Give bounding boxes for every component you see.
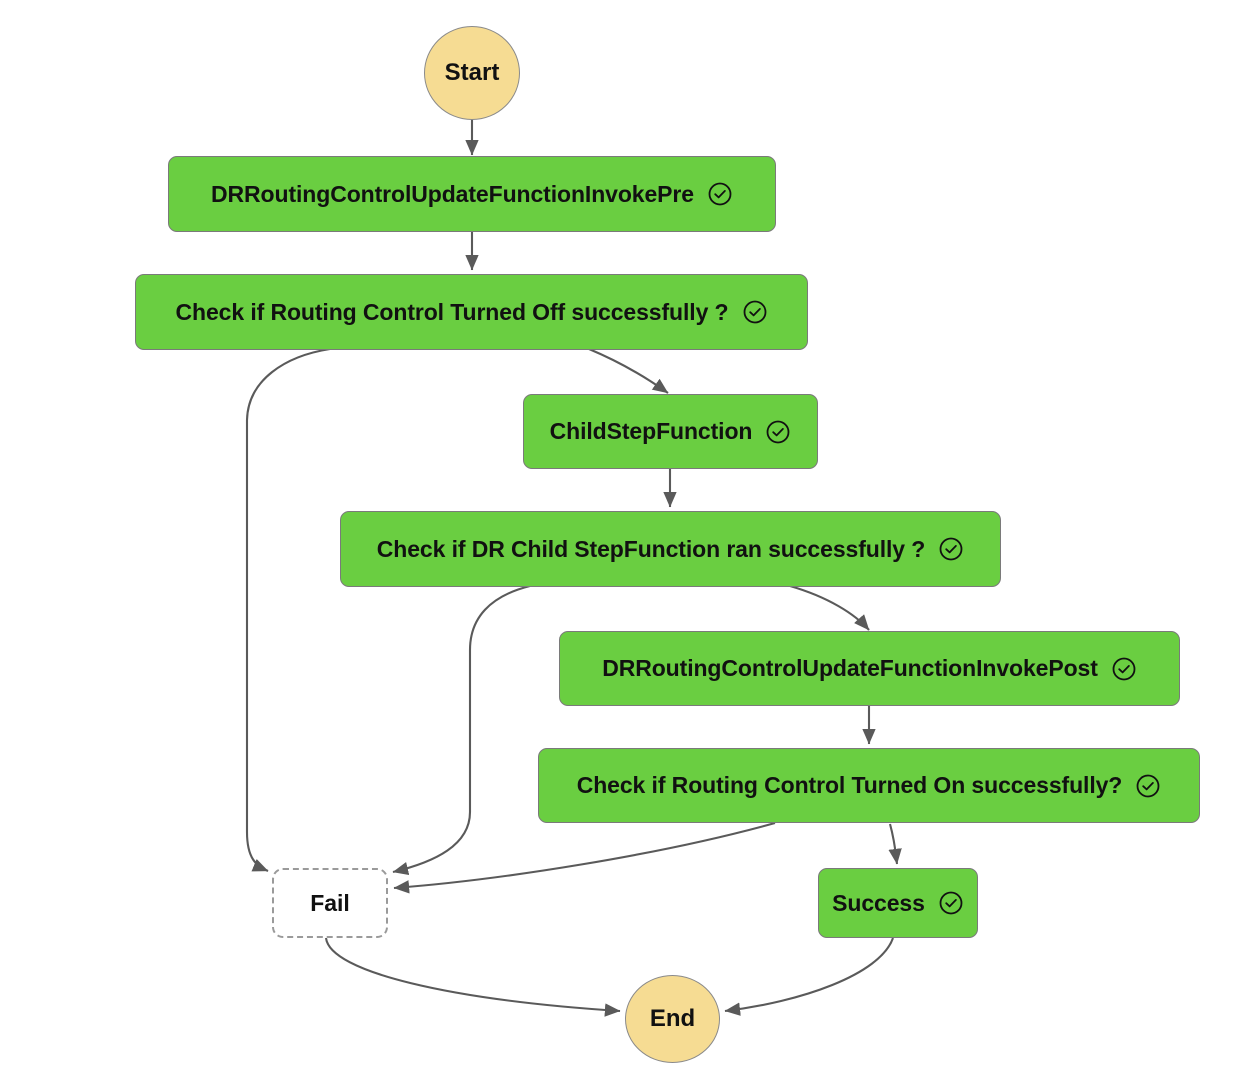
node-check-turned-off-label: Check if Routing Control Turned Off succ… <box>175 298 729 325</box>
node-start[interactable]: Start <box>424 26 520 120</box>
check-circle-icon <box>708 182 732 206</box>
check-circle-icon <box>1136 774 1160 797</box>
node-end[interactable]: End <box>625 975 720 1063</box>
edge-check-child-to-fail <box>392 584 531 876</box>
node-invoke-post-label: DRRoutingControlUpdateFunctionInvokePost <box>602 655 1098 681</box>
node-success-label: Success <box>832 889 925 916</box>
edge-check-off-to-fail <box>245 347 331 872</box>
edge-check-on-to-success <box>888 823 902 865</box>
check-circle-icon <box>939 891 963 915</box>
node-invoke-post[interactable]: DRRoutingControlUpdateFunctionInvokePost <box>559 631 1180 706</box>
node-check-turned-off[interactable]: Check if Routing Control Turned Off succ… <box>135 274 808 350</box>
edge-fail-to-end <box>324 937 621 1017</box>
node-invoke-pre[interactable]: DRRoutingControlUpdateFunctionInvokePre <box>168 156 776 232</box>
check-circle-icon <box>743 300 766 324</box>
node-start-label: Start <box>444 59 500 86</box>
node-check-turned-on-label: Check if Routing Control Turned On succe… <box>576 772 1123 798</box>
node-end-label: End <box>649 1005 696 1032</box>
edge-check-on-to-fail <box>393 821 776 894</box>
node-check-turned-on[interactable]: Check if Routing Control Turned On succe… <box>538 748 1200 823</box>
node-fail[interactable]: Fail <box>272 868 388 938</box>
node-check-child-step-function-label: Check if DR Child StepFunction ran succe… <box>376 535 926 562</box>
node-success[interactable]: Success <box>818 868 978 938</box>
node-fail-label: Fail <box>310 889 350 916</box>
node-check-child-step-function[interactable]: Check if DR Child StepFunction ran succe… <box>340 511 1001 587</box>
node-invoke-pre-label: DRRoutingControlUpdateFunctionInvokePre <box>211 180 694 207</box>
edge-check-child-to-invoke-post <box>789 584 870 631</box>
edge-success-to-end <box>724 937 894 1016</box>
node-child-step-function-label: ChildStepFunction <box>549 418 753 444</box>
check-circle-icon <box>1112 657 1136 680</box>
check-circle-icon <box>939 537 963 561</box>
edge-check-off-to-child-step-function <box>588 348 669 394</box>
check-circle-icon <box>766 420 790 443</box>
node-child-step-function[interactable]: ChildStepFunction <box>523 394 818 469</box>
